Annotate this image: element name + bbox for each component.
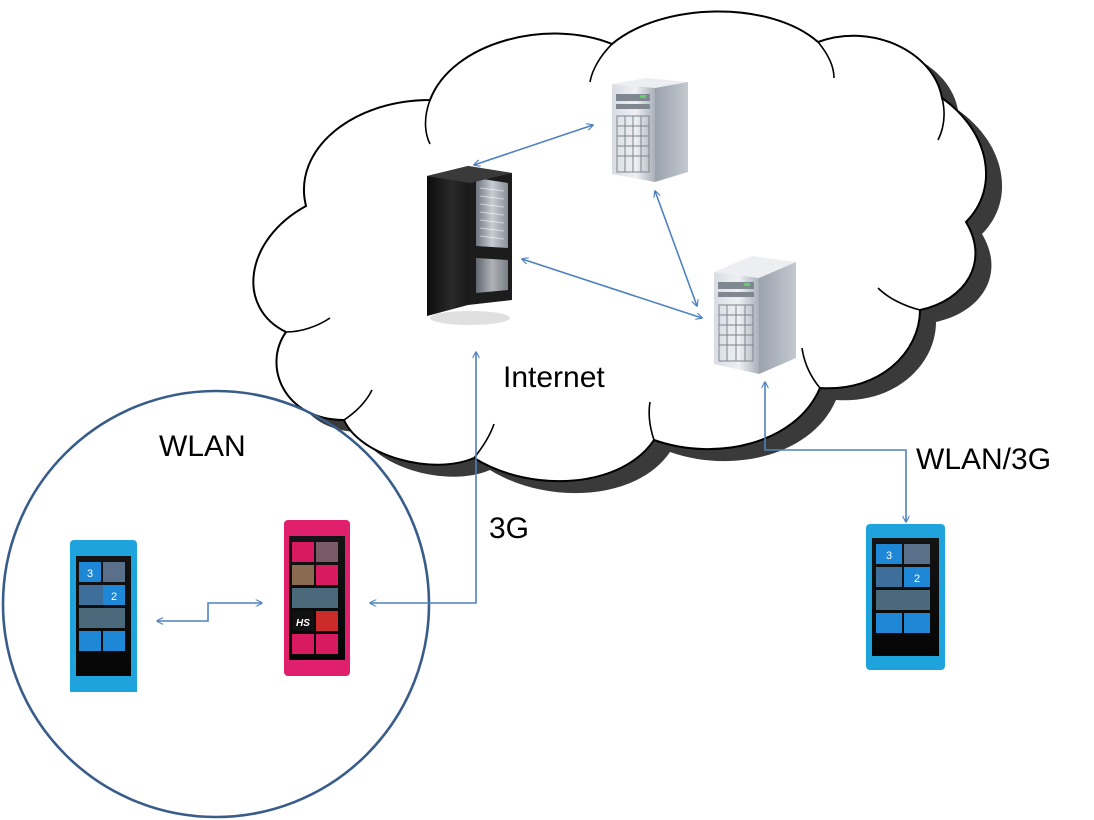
connectors — [157, 125, 906, 621]
link-wlan-3g-label: WLAN/3G — [916, 443, 1051, 476]
tile-count-3: 3 — [87, 568, 93, 580]
link-3g-label: 3G — [489, 512, 529, 545]
tower-server-black-icon — [427, 166, 512, 325]
tile-count-2: 2 — [914, 573, 920, 585]
cloud-body — [252, 10, 988, 483]
link-phone-to-phone — [157, 603, 262, 621]
tower-server-gray-icon — [612, 78, 688, 182]
tile-hs: HS — [296, 618, 310, 629]
smartphone-magenta-icon: HS — [284, 520, 350, 676]
internet-label: Internet — [503, 361, 605, 394]
tile-count-2: 2 — [111, 591, 117, 603]
wlan-label: WLAN — [159, 430, 246, 463]
link-wlan-3g — [765, 382, 906, 522]
link-black-to-top — [474, 125, 593, 165]
cloud-creases — [285, 41, 945, 459]
tower-server-gray-icon — [714, 256, 796, 374]
link-top-to-right — [655, 191, 697, 306]
tile-count-3: 3 — [886, 550, 892, 562]
link-3g — [370, 352, 476, 603]
smartphone-cyan-icon: 3 2 — [70, 540, 137, 692]
link-black-to-right — [522, 259, 702, 318]
smartphone-cyan-icon: 3 2 — [866, 524, 945, 670]
